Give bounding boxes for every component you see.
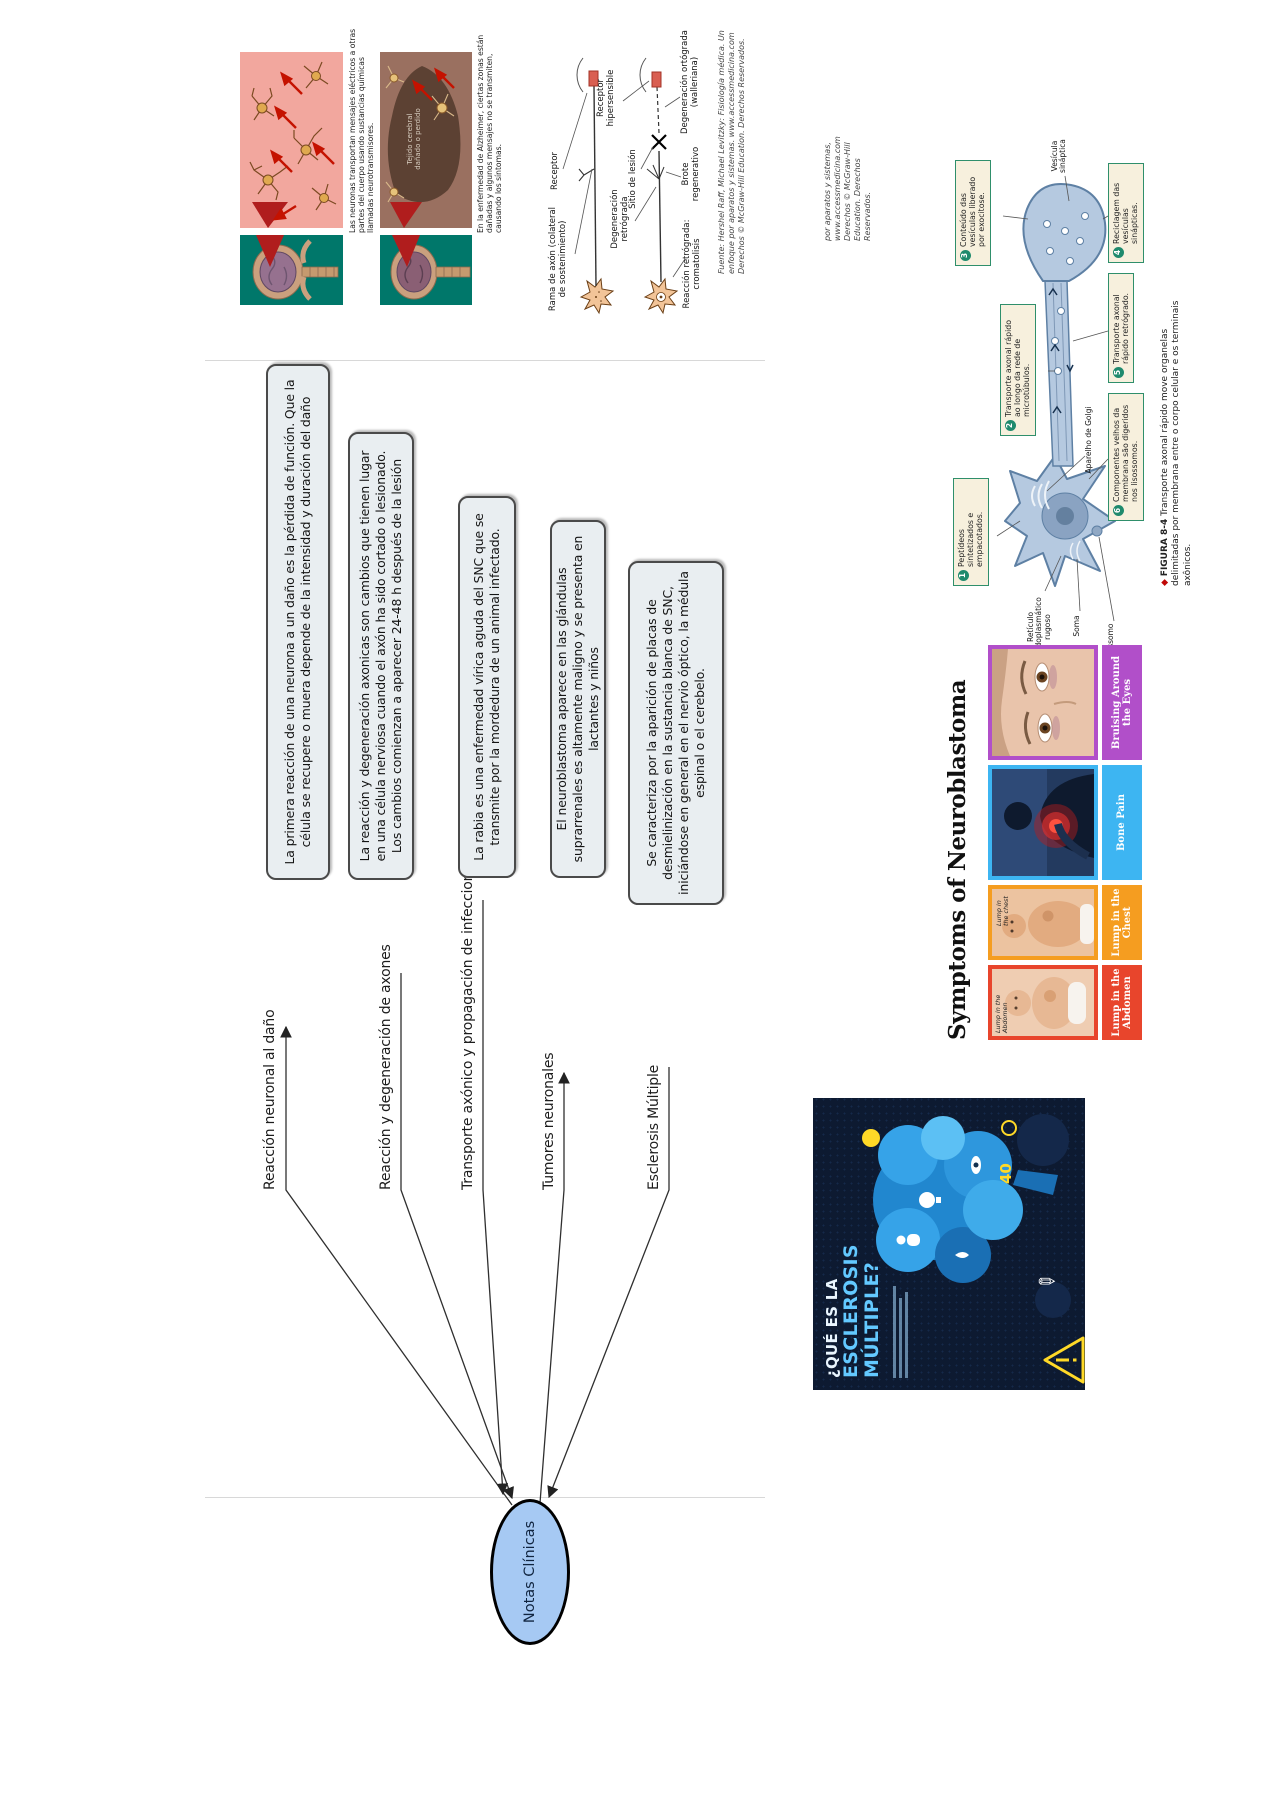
panel-label-bone-pain: Bone Pain — [1102, 765, 1142, 880]
step-number: 5 — [1113, 367, 1124, 378]
note-box: La primera reacción de una neurona a un … — [266, 364, 330, 880]
ms-deco-text-bar — [899, 1298, 902, 1378]
brain-illustration-damaged — [380, 235, 472, 305]
damaged-tissue-label: Tejido cerebral dañado o perdido — [406, 108, 423, 170]
step-number: 3 — [960, 250, 971, 261]
neurons-panel-healthy — [240, 52, 343, 228]
note-box: El neuroblastoma aparece en las glándula… — [550, 520, 606, 878]
step-box-1: 1 Peptídeos sintetizados e empacotados. — [953, 478, 989, 586]
step-box-2: 2 Transporte axonal rápido ao longo da r… — [1000, 304, 1036, 436]
regenerative-sprout-label: Brote regenerativo — [681, 146, 701, 202]
ms-infographic: ¿QUÉ ES LA ESCLEROSIS MÚLTIPLE? 40 ✎ — [813, 1098, 1085, 1390]
branch-label: Reacción neuronal al daño — [262, 1009, 278, 1190]
brain-illustration-healthy — [240, 235, 343, 305]
branch-label: Transporte axónico y propagación de infe… — [460, 857, 476, 1190]
alzheimer-caption-disease: En la enfermedad de Alzheimer, ciertas z… — [476, 34, 504, 233]
axon-injury-drawing — [562, 57, 686, 315]
photo-annotation: Lump in the Abdomen — [994, 994, 1010, 1033]
panel-label-abdomen: Lump in the Abdomen — [1102, 965, 1142, 1040]
ms-deco-text-bar — [893, 1286, 896, 1378]
lesion-site-label: Sitio de lesión — [628, 149, 638, 209]
note-box: La reacción y degeneración axonicas son … — [348, 432, 414, 880]
alzheimer-caption-healthy: Las neuronas transportan mensajes eléctr… — [348, 28, 376, 233]
photo-annotation: Lump in the chest — [995, 896, 1011, 926]
step-number: 4 — [1113, 247, 1124, 258]
figure-credit: Fuente: Hershel Raff, Michael Levitzky: … — [717, 30, 746, 274]
photo-panel-abdomen: Lump in the Abdomen — [988, 965, 1098, 1040]
step-number: 1 — [958, 570, 969, 581]
ms-title-line3: MÚLTIPLE? — [861, 1261, 883, 1378]
branch-label: Reacción y degeneración de axones — [378, 944, 394, 1190]
ms-brain-graphic — [862, 1114, 1085, 1384]
axon-branch-label: Rama de axón (colateral de sostenimiento… — [548, 206, 568, 312]
orthograde-degeneration-label: Degeneración ortógrada (walleriana) — [680, 30, 700, 134]
ms-title-line1: ¿QUÉ ES LA — [823, 1278, 841, 1378]
panel-label-bruising: Bruising Around the Eyes — [1102, 645, 1142, 760]
ms-stat-number: 40 — [997, 1163, 1015, 1184]
step-number: 2 — [1005, 420, 1016, 431]
neurons-panel-damaged: Tejido cerebral dañado o perdido — [380, 52, 472, 228]
axonal-transport-figure: por aparatos y sistemas, www.accessmedic… — [815, 126, 1200, 671]
photo-panel-bruising — [988, 645, 1098, 760]
step-box-6: 6 Componentes velhos da membrana são dig… — [1108, 393, 1144, 521]
step-box-3: 3 Conteúdo das vesículas liberado por ex… — [955, 160, 991, 266]
receptor-label: Receptor — [550, 151, 560, 191]
branch-label: Esclerosis Múltiple — [646, 1064, 662, 1190]
branch-label: Tumores neuronales — [541, 1052, 557, 1190]
step-text: Reciclagem das vesículas sinápticas. — [1112, 182, 1140, 244]
note-box: La rabia es una enfermedad vírica aguda … — [458, 496, 516, 878]
ms-deco-text-bar — [905, 1292, 908, 1378]
ms-title-line2: ESCLEROSIS — [840, 1244, 862, 1378]
figure-bullet-icon: ◆ — [1160, 579, 1170, 586]
photo-panel-chest: Lump in the chest — [988, 885, 1098, 960]
figure-caption: ◆ FIGURA 8-4 Transporte axonal rápido mo… — [1160, 276, 1194, 586]
step-box-5: 5 Transporte axonal rápido retrógrado. — [1108, 273, 1135, 383]
neuroblastoma-infographic: Symptoms of Neuroblastoma Lump in the Ab… — [944, 638, 1144, 1040]
step-number: 6 — [1113, 505, 1124, 516]
step-text: Transporte axonal rápido retrógrado. — [1112, 293, 1131, 364]
infographic-title: Symptoms of Neuroblastoma — [944, 679, 971, 1040]
step-text: Conteúdo das vesículas liberado por exoc… — [959, 176, 987, 247]
photo-panel-bone-pain — [988, 765, 1098, 880]
figure-number: FIGURA 8-4 — [1160, 518, 1170, 577]
neuron-drawing — [996, 175, 1116, 622]
note-box: Se caracteriza por la aparición de placa… — [628, 561, 724, 905]
step-box-4: 4 Reciclagem das vesículas sinápticas. — [1108, 163, 1144, 263]
center-node-label: Notas Clínicas — [522, 1520, 538, 1624]
concept-map-center-node: Notas Clínicas — [490, 1499, 570, 1645]
step-text: Peptídeos sintetizados e empacotados. — [957, 511, 985, 567]
synaptic-vesicle-label: Vesícula sináptica — [1050, 139, 1068, 173]
axon-injury-figure: Receptor Rama de axón (colateral de sost… — [535, 14, 780, 319]
retrograde-reaction-label: Reacción retrógrada: cromatolisis — [682, 219, 702, 309]
step-text: Componentes velhos da membrana são diger… — [1112, 404, 1140, 502]
golgi-label: Aparelho de Golgi — [1084, 406, 1093, 474]
hypersensitive-receptor-label: Receptor hipersensible — [596, 69, 616, 127]
step-text: Transporte axonal rápido ao longo da red… — [1004, 320, 1032, 417]
panel-label-chest: Lump in the Chest — [1102, 885, 1142, 960]
